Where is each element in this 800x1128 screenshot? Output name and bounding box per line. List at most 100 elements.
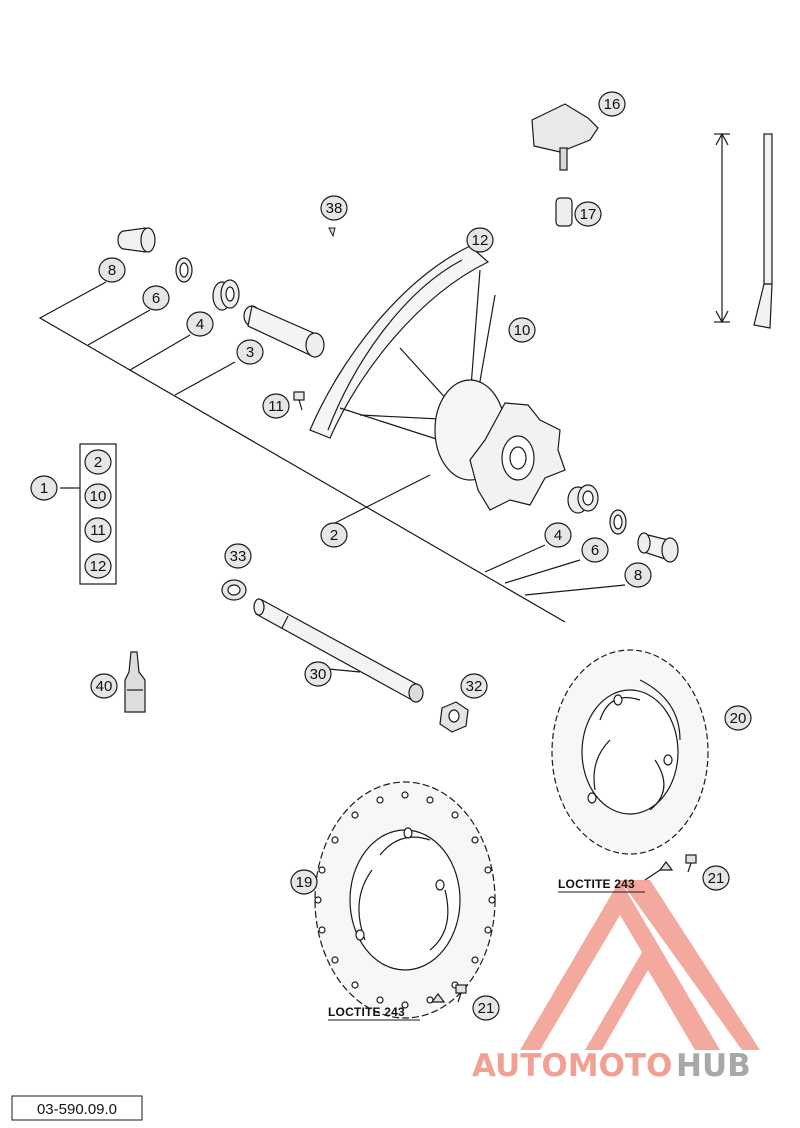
callout-c12a: 12 (84, 553, 112, 579)
callout-circle (598, 91, 626, 117)
axle-nut-part (221, 579, 247, 601)
callout-circle (581, 537, 609, 563)
watermark-text-hub: HUB (676, 1048, 751, 1084)
callout-number: 2 (94, 454, 102, 471)
callout-labels: 1210111286431121210381617468333032402019… (30, 91, 752, 1021)
callout-number: 33 (230, 548, 247, 565)
callout-number: 1 (40, 480, 48, 497)
loctite-bottle-part (124, 651, 146, 713)
callout-c4r: 4 (544, 522, 572, 548)
callout-c38: 38 (320, 195, 348, 221)
callout-number: 6 (591, 542, 599, 559)
callout-circle (304, 661, 332, 687)
callout-circle (186, 311, 214, 337)
callout-number: 8 (634, 567, 642, 584)
callout-circle (90, 673, 118, 699)
callout-c3: 3 (236, 339, 264, 365)
callout-c21b: 21 (472, 995, 500, 1021)
kit-group-box (79, 443, 117, 585)
callout-c6r: 6 (581, 537, 609, 563)
callout-circle (724, 705, 752, 731)
callout-circle (84, 483, 112, 509)
valve-nut-part (555, 197, 573, 227)
callout-c32: 32 (460, 673, 488, 699)
axle-clamp-nut-part (439, 701, 469, 733)
callout-number: 2 (330, 527, 338, 544)
callout-number: 4 (554, 527, 562, 544)
callout-number: 30 (310, 666, 327, 683)
callout-circle (30, 475, 58, 501)
callout-circle (702, 865, 730, 891)
callout-c10a: 10 (84, 483, 112, 509)
automotohub-watermark: AUTOMOTO HUB (472, 880, 760, 1084)
callout-circle (290, 869, 318, 895)
callout-c8r: 8 (624, 562, 652, 588)
watermark-logo-icon (520, 880, 760, 1050)
callout-c2a: 2 (84, 449, 112, 475)
callout-circle (544, 522, 572, 548)
callout-c2: 2 (320, 522, 348, 548)
callout-number: 12 (90, 558, 107, 575)
callout-number: 4 (196, 316, 204, 333)
callout-circle (98, 257, 126, 283)
doc-number: 03-590.09.0 (37, 1101, 117, 1118)
callout-circle (262, 393, 290, 419)
watermark-text-automoto: AUTOMOTO (472, 1048, 672, 1084)
callout-c10: 10 (508, 317, 536, 343)
callout-c16: 16 (598, 91, 626, 117)
callout-circle (84, 517, 112, 543)
callout-c6l: 6 (142, 285, 170, 311)
callout-c11: 11 (262, 393, 290, 419)
callout-circle (142, 285, 170, 311)
callout-c33: 33 (224, 543, 252, 569)
spoke-length-gauge (714, 132, 773, 329)
callout-number: 16 (604, 96, 621, 113)
callout-number: 12 (472, 232, 489, 249)
callout-c20: 20 (724, 705, 752, 731)
bolt-part (293, 391, 305, 411)
callout-number: 11 (90, 522, 106, 539)
callout-c40: 40 (90, 673, 118, 699)
callout-circle (460, 673, 488, 699)
brake-disc-rear-part (551, 649, 709, 855)
callout-c11a: 11 (84, 517, 112, 543)
loctite-note-top: LOCTITE 243 (558, 877, 635, 891)
callout-c8l: 8 (98, 257, 126, 283)
loctite-note-bottom: LOCTITE 243 (328, 1005, 405, 1019)
callout-circle (84, 553, 112, 579)
callout-number: 40 (96, 678, 113, 695)
callout-circle (84, 449, 112, 475)
right-hub-parts (567, 484, 679, 563)
callout-circle (624, 562, 652, 588)
callout-c1: 1 (30, 475, 58, 501)
callout-number: 20 (730, 710, 747, 727)
callout-circle (466, 227, 494, 253)
brake-disc-front-part (314, 781, 496, 1019)
callout-number: 17 (580, 206, 597, 223)
callout-c19: 19 (290, 869, 318, 895)
callout-c30: 30 (304, 661, 332, 687)
spoke-nipple-part (328, 227, 336, 238)
left-hub-parts (117, 227, 325, 358)
callout-number: 21 (708, 870, 725, 887)
callout-number: 6 (152, 290, 160, 307)
callout-number: 19 (296, 874, 313, 891)
callout-circle (472, 995, 500, 1021)
doc-number-box (11, 1095, 143, 1121)
callout-circle (224, 543, 252, 569)
callout-circle (508, 317, 536, 343)
callout-number: 3 (246, 344, 254, 361)
callout-c17: 17 (574, 201, 602, 227)
rim-lock-part (531, 103, 599, 171)
callout-number: 10 (514, 322, 531, 339)
callout-c21a: 21 (702, 865, 730, 891)
wheel-assembly (309, 245, 566, 511)
callout-c12: 12 (466, 227, 494, 253)
callout-circle (574, 201, 602, 227)
callout-number: 32 (466, 678, 483, 695)
callout-number: 38 (326, 200, 343, 217)
disc-screw-parts (430, 854, 697, 1003)
callout-number: 11 (268, 398, 284, 415)
axle-part (253, 598, 424, 703)
